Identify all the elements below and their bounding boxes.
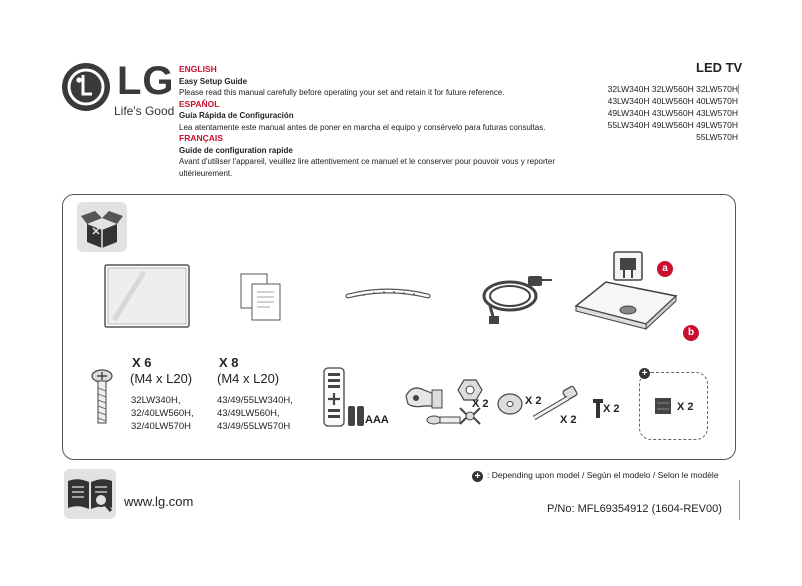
lang-spanish: ESPAÑOL Guía Rápida de Configuración Lea… bbox=[179, 99, 599, 134]
manual-icon-tile bbox=[64, 469, 116, 519]
lang-title: Guía Rápida de Configuración bbox=[179, 111, 294, 120]
model-line: 32LW340H 32LW560H 32LW570H bbox=[607, 84, 738, 94]
optional-parts-box bbox=[639, 372, 708, 440]
lang-text: Lea atentamente este manual antes de pon… bbox=[179, 122, 546, 132]
lang-english: ENGLISH Easy Setup Guide Please read thi… bbox=[179, 64, 599, 99]
washer-icon bbox=[497, 393, 523, 415]
website-link[interactable]: www.lg.com bbox=[124, 494, 194, 509]
badge-a: a bbox=[657, 261, 673, 277]
power-cord-icon bbox=[482, 276, 552, 324]
screw-set-1-spec: (M4 x L20) bbox=[130, 371, 193, 386]
part-number: P/No: MFL69354912 (1604-REV00) bbox=[547, 503, 722, 515]
model-line: 43/49/55LW340H, bbox=[217, 395, 293, 406]
model-line: 43/49/55LW570H bbox=[217, 421, 291, 432]
badge-b: b bbox=[683, 325, 699, 341]
cable-holder-icon bbox=[345, 288, 431, 299]
model-line: 43LW340H 40LW560H 40LW570H bbox=[607, 96, 738, 106]
stand-base-icon bbox=[574, 281, 678, 331]
bolt-icon bbox=[532, 385, 578, 421]
lang-text: Please read this manual carefully before… bbox=[179, 88, 505, 97]
lg-logo-emblem bbox=[62, 63, 110, 111]
product-title: LED TV bbox=[696, 60, 743, 75]
screw-set-2-qty: X 8 bbox=[219, 355, 239, 370]
screw-set-1-qty: X 6 bbox=[132, 355, 152, 370]
model-line: 32/40LW560H, bbox=[131, 408, 194, 419]
screw-set-1-models: 32LW340H, 32/40LW560H, 32/40LW570H bbox=[131, 394, 194, 433]
bolt-qty: X 2 bbox=[560, 414, 577, 426]
model-line: 55LW570H bbox=[696, 132, 738, 142]
lg-face-icon bbox=[67, 68, 105, 106]
screw-set-2-spec: (M4 x L20) bbox=[217, 371, 280, 386]
washer-qty: X 2 bbox=[525, 395, 542, 407]
lang-text: Avant d'utiliser l'appareil, veuillez li… bbox=[179, 157, 555, 178]
box-contents-panel bbox=[62, 194, 736, 460]
lang-french: FRANÇAIS Guide de configuration rapide A… bbox=[179, 133, 599, 179]
model-line: 49LW340H 43LW560H 43LW570H bbox=[607, 108, 738, 118]
cable-clamp-icon bbox=[405, 387, 461, 425]
battery-label: AAA bbox=[365, 414, 389, 426]
optional-footnote: : Depending upon model / Según el modelo… bbox=[487, 470, 719, 480]
model-line: 32LW340H, bbox=[131, 395, 181, 406]
spacer-icon bbox=[655, 398, 671, 414]
remote-control-icon bbox=[323, 367, 364, 427]
lg-logo-text: LG bbox=[117, 59, 175, 103]
box-contents-icon-tile bbox=[77, 202, 127, 252]
lang-title: Easy Setup Guide bbox=[179, 76, 248, 86]
footnote-plus-icon: + bbox=[472, 471, 483, 482]
model-line: 55LW340H 49LW560H 49LW570H bbox=[607, 120, 738, 130]
divider bbox=[739, 480, 740, 520]
spacer-qty: X 2 bbox=[677, 401, 694, 413]
tv-panel-icon bbox=[104, 264, 190, 328]
stand-body-icon bbox=[613, 251, 643, 281]
small-screw-icon bbox=[593, 399, 603, 418]
divider bbox=[738, 84, 739, 94]
manual-booklet-icon bbox=[240, 273, 281, 321]
nut-icon bbox=[457, 379, 483, 425]
book-magnifier-icon bbox=[68, 479, 113, 512]
model-line: 43/49LW560H, bbox=[217, 408, 280, 419]
optional-plus-icon: + bbox=[639, 368, 650, 379]
open-box-icon bbox=[81, 211, 123, 248]
lang-name: ENGLISH bbox=[179, 64, 217, 74]
screw-set-2-models: 43/49/55LW340H, 43/49LW560H, 43/49/55LW5… bbox=[217, 394, 293, 433]
lg-tagline: Life's Good bbox=[114, 104, 175, 118]
lang-title: Guide de configuration rapide bbox=[179, 145, 293, 155]
lang-name: FRANÇAIS bbox=[179, 133, 223, 143]
screw-icon bbox=[91, 369, 113, 424]
model-list: 32LW340H 32LW560H 32LW570H 43LW340H 40LW… bbox=[586, 83, 738, 143]
nut-qty: X 2 bbox=[472, 398, 489, 410]
model-line: 32/40LW570H bbox=[131, 421, 192, 432]
lang-name: ESPAÑOL bbox=[179, 98, 220, 109]
small-screw-qty: X 2 bbox=[603, 403, 620, 415]
language-intro: ENGLISH Easy Setup Guide Please read thi… bbox=[179, 64, 599, 179]
